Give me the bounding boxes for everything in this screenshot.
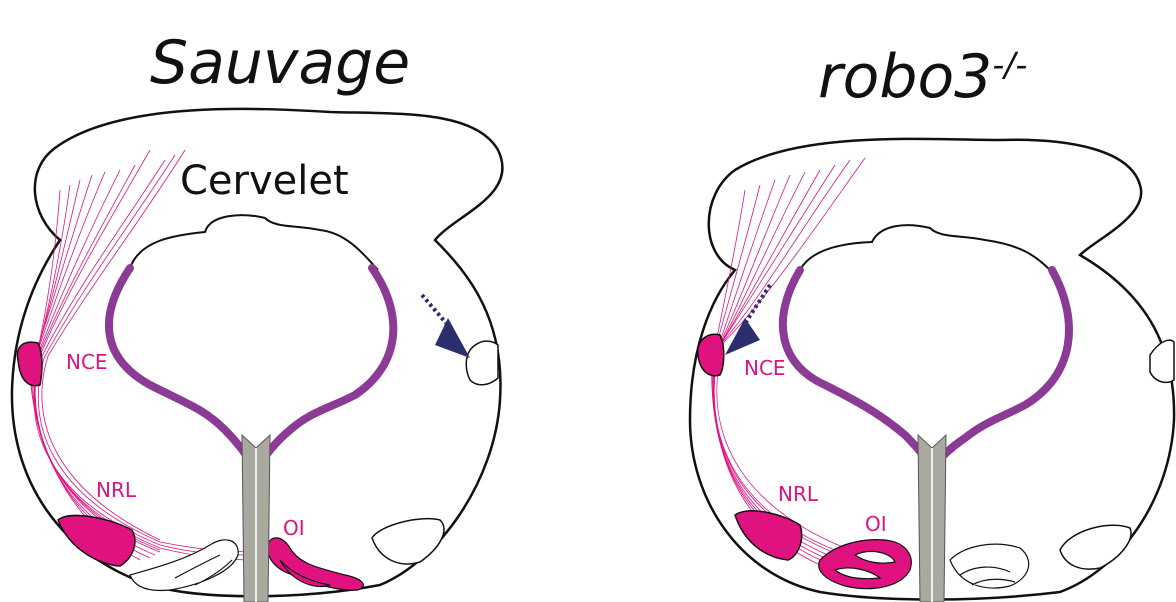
label-nrl-mutant: NRL bbox=[778, 482, 818, 506]
label-oi: OI bbox=[283, 516, 305, 540]
label-cerebellum: Cervelet bbox=[180, 158, 349, 204]
label-nrl: NRL bbox=[96, 478, 136, 502]
label-nce-mutant: NCE bbox=[744, 356, 786, 380]
midline-probe bbox=[242, 435, 270, 602]
label-oi-mutant: OI bbox=[865, 512, 887, 536]
label-nce: NCE bbox=[66, 350, 108, 374]
midline-probe-mutant bbox=[918, 435, 946, 602]
